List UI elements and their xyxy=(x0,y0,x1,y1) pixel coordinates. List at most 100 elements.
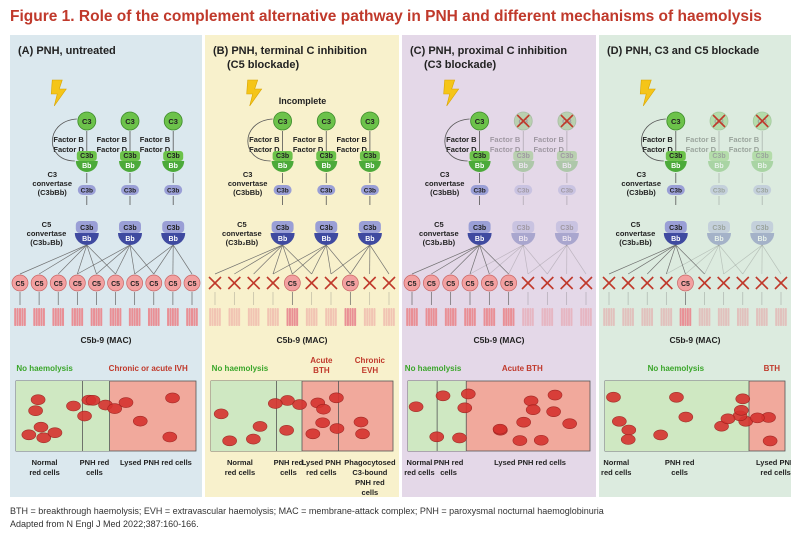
c3-node: C3 xyxy=(360,111,380,131)
c3b2-block xyxy=(271,221,294,233)
c3-circle xyxy=(163,111,183,131)
factor-b-label: Factor B xyxy=(729,135,760,144)
c5-label: C5 xyxy=(446,281,455,288)
bb-half xyxy=(161,233,186,245)
mac-strand xyxy=(589,308,592,326)
factor-b-label: Factor B xyxy=(293,135,324,144)
feedback-arrow xyxy=(641,118,666,162)
factor-d-label: Factor D xyxy=(249,145,280,154)
c3b-block xyxy=(316,151,337,161)
mac-strand xyxy=(291,308,294,326)
c3-circle xyxy=(666,111,686,131)
cell-label: Normal xyxy=(227,458,253,467)
c5-convertase-label: convertase xyxy=(616,229,656,238)
mac-strand xyxy=(315,308,318,326)
mac-strand xyxy=(744,308,747,326)
c5-convertase-node: C3bBb xyxy=(161,221,186,245)
cell-label: Phagocytosed xyxy=(344,458,396,467)
factor-d-label: Factor D xyxy=(533,145,564,154)
c3b-label: C3b xyxy=(756,225,769,232)
bb-label: Bb xyxy=(278,236,287,243)
outcome-label: No haemolysis xyxy=(648,364,705,373)
mac-pore xyxy=(464,308,476,326)
mac-strand xyxy=(133,308,136,326)
c5-convertase-node: C3bBb xyxy=(314,221,339,245)
mac-strand xyxy=(250,308,253,326)
bb-label: Bb xyxy=(322,236,331,243)
mac-strand xyxy=(296,308,299,326)
mac-pore xyxy=(541,308,554,326)
red-cell xyxy=(279,425,294,436)
c3b2-block xyxy=(75,221,98,233)
c5-label: C5 xyxy=(168,281,177,288)
c3b-label: C3b xyxy=(167,153,180,160)
arrow xyxy=(522,244,548,275)
panel-title: (C) PNH, proximal C inhibition(C3 blocka… xyxy=(410,44,567,72)
source-footnote: Adapted from N Engl J Med 2022;387:160-1… xyxy=(10,519,199,529)
bb-half xyxy=(467,233,492,245)
red-cell xyxy=(355,428,370,440)
arrow xyxy=(86,244,116,275)
c3-node: C3 xyxy=(163,111,183,131)
mac-strand xyxy=(686,308,689,326)
arrow xyxy=(479,244,509,275)
c5-label: C5 xyxy=(681,281,690,288)
mac-strand xyxy=(643,308,646,326)
bb-half xyxy=(315,161,338,172)
factor-b-label: Factor B xyxy=(140,135,171,144)
cell-label: Lysed PNH red cells xyxy=(494,458,566,467)
mac-pore xyxy=(363,308,376,326)
bb-label: Bb xyxy=(671,236,680,243)
bb-label: Bb xyxy=(562,236,571,243)
c3-convertase-label: C3 xyxy=(243,170,253,179)
c5-circle xyxy=(677,274,694,292)
c5-circle xyxy=(422,274,440,292)
factor-b-label: Factor B xyxy=(686,135,717,144)
red-cell xyxy=(353,416,369,428)
c3-node: C3 xyxy=(666,111,686,131)
cell-label: C3-bound xyxy=(352,468,387,477)
mac-strand xyxy=(725,308,728,326)
c3-convertase-label: convertase xyxy=(228,179,268,188)
arrow xyxy=(292,244,327,275)
c5-circle xyxy=(442,274,460,292)
bb-label: Bb xyxy=(519,236,528,243)
red-cell xyxy=(525,404,541,416)
arrow xyxy=(718,244,744,275)
arrow xyxy=(134,244,174,275)
bb-half xyxy=(271,161,294,172)
mac-pore xyxy=(14,308,26,326)
c3b-pill xyxy=(753,185,772,195)
arrow xyxy=(325,244,351,275)
panel-c: (C) PNH, proximal C inhibition(C3 blocka… xyxy=(402,35,596,497)
c5-convertase-node: C3bBb xyxy=(707,221,731,245)
mac-strand xyxy=(682,308,685,326)
c3b-label: C3b xyxy=(320,188,332,195)
block-cross-icon xyxy=(208,276,222,290)
bb-label: Bb xyxy=(758,236,767,243)
arrow xyxy=(86,244,97,275)
mac-pore xyxy=(33,308,45,326)
red-cell xyxy=(316,403,331,415)
mac-strand xyxy=(171,308,174,326)
mac-strand xyxy=(775,308,778,326)
mac-strand xyxy=(469,308,471,326)
mac-strand xyxy=(269,308,272,326)
mac-strand xyxy=(209,308,212,326)
mac-strand xyxy=(310,308,313,326)
c3b-block xyxy=(469,151,490,161)
c3-convertase-label: (C3bBb) xyxy=(38,188,68,197)
c3-convertase-label: convertase xyxy=(621,179,661,188)
mac-strand xyxy=(435,308,438,326)
bb-half xyxy=(75,161,98,172)
red-cell xyxy=(85,395,101,406)
c3b-label: C3b xyxy=(561,188,573,195)
c3b-pill xyxy=(77,185,96,195)
mac-strand xyxy=(415,308,418,326)
c3b-block xyxy=(76,151,97,161)
outcome-label: Acute BTH xyxy=(502,364,543,373)
red-cell xyxy=(669,391,684,403)
red-cell xyxy=(165,392,180,404)
mac-strand xyxy=(689,308,692,326)
mac-strand xyxy=(71,308,74,326)
